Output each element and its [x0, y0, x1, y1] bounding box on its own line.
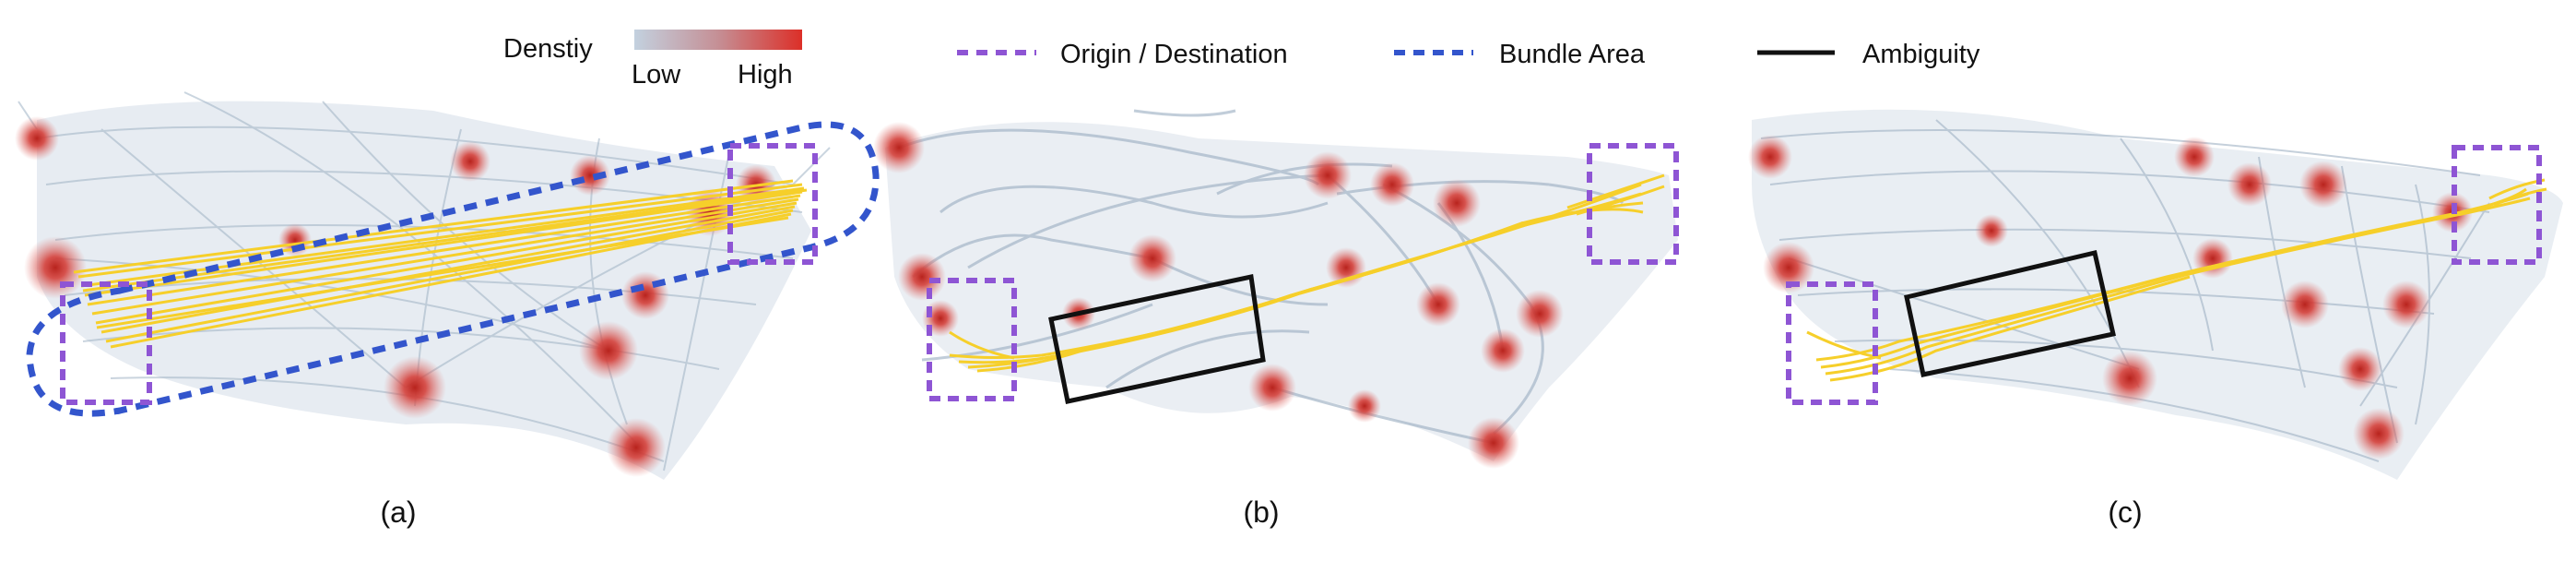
panel-caption-b: (b) — [1243, 495, 1279, 529]
origin-destination-label: Origin / Destination — [1060, 40, 1288, 69]
ambiguity-box — [1904, 249, 2116, 377]
destination-box — [1587, 143, 1679, 265]
density-hubs — [15, 116, 776, 477]
origin-box — [927, 278, 1017, 401]
density-hubs — [1748, 135, 2473, 460]
origin-box — [60, 281, 152, 405]
origin-box — [1786, 281, 1878, 405]
highlighted-edges — [73, 179, 808, 349]
density-colorbar — [634, 30, 802, 50]
destination-box — [727, 143, 818, 265]
density-hubs — [873, 122, 1564, 469]
density-legend-low: Low — [632, 60, 681, 90]
destination-box — [2452, 145, 2542, 265]
ambiguity-box — [1048, 274, 1266, 404]
bundle-area-label: Bundle Area — [1499, 40, 1646, 69]
panel-a: (a) — [15, 91, 880, 529]
legend: Denstiy Low High Origin / Destination Bu… — [503, 30, 1980, 90]
density-legend-high: High — [738, 60, 793, 90]
ambiguity-label: Ambiguity — [1862, 40, 1980, 69]
panel-caption-c: (c) — [2108, 495, 2142, 529]
panel-caption-a: (a) — [380, 495, 416, 529]
panel-c: (c) — [1748, 109, 2563, 529]
density-legend-title: Denstiy — [503, 34, 593, 64]
bundle-area-outline — [26, 121, 880, 417]
panel-b: (b) — [873, 109, 1679, 529]
